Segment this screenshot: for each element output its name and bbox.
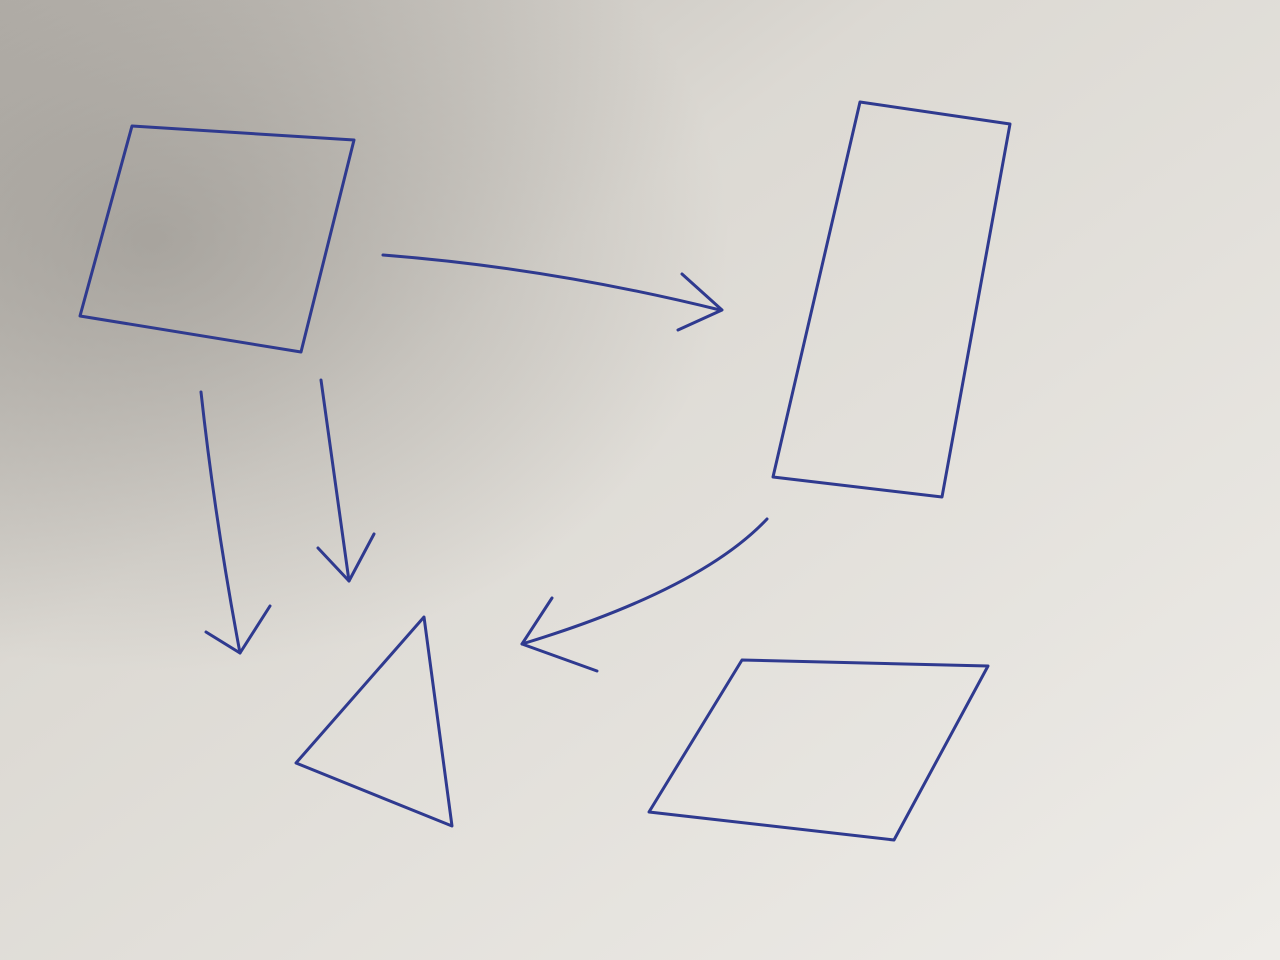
arrowhead — [204, 604, 272, 655]
triangle — [294, 615, 454, 828]
arrowhead — [316, 532, 376, 583]
arrow-quad-to-rectangle — [381, 253, 724, 332]
arrowhead — [676, 272, 724, 332]
parallelogram — [647, 658, 990, 842]
tall-rectangle — [771, 100, 1012, 499]
top-left-quadrilateral — [78, 124, 356, 354]
arrow-quad-to-triangle — [316, 378, 376, 583]
arrow-shaft — [319, 378, 351, 583]
arrow-rectangle-to-triangle — [520, 517, 769, 673]
arrowhead — [520, 596, 599, 673]
arrow-shaft — [199, 390, 242, 655]
arrow-shaft — [381, 253, 722, 312]
arrow-shaft — [520, 517, 769, 646]
arrow-quad-down-left — [199, 390, 272, 655]
